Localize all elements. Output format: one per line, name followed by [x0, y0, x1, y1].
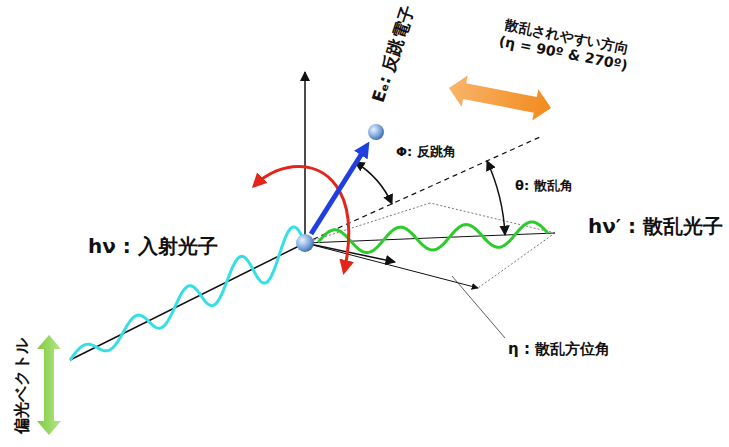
target-electron: [296, 234, 314, 252]
direction-note: 散乱されやすい方向 (η = 90º & 270º): [494, 15, 636, 74]
incident-axis: [70, 243, 305, 360]
electron-label: Eₑ: 反跳電子: [368, 3, 418, 105]
incident-wave: [70, 227, 305, 360]
projection-line: [478, 233, 555, 288]
scatter-angle-arc: [487, 161, 505, 235]
scattered-wave: [318, 222, 548, 253]
polarization-label: 偏光ベクトル: [12, 338, 31, 434]
forward-direction: [305, 137, 540, 243]
z-axis: [304, 72, 306, 243]
x-axis: [305, 243, 395, 262]
azimuth-arrow: [254, 166, 349, 272]
electron: [368, 124, 384, 140]
recoil-arrow: [311, 147, 366, 234]
y-axis: [305, 243, 478, 288]
projection-line: [430, 203, 555, 233]
angle-label: η : 散乱方位角: [508, 340, 610, 358]
photon-label: hν′ : 散乱光子: [588, 214, 723, 238]
angle-label: θ: 散乱角: [515, 178, 573, 194]
recoil-angle-arc: [355, 162, 392, 204]
leader-line: [452, 276, 505, 338]
photon-label: hν : 入射光子: [88, 234, 218, 258]
polarization-arrow: [37, 335, 61, 435]
preferred-direction-arrow: [446, 72, 554, 123]
angle-label: Φ: 反跳角: [396, 144, 456, 160]
